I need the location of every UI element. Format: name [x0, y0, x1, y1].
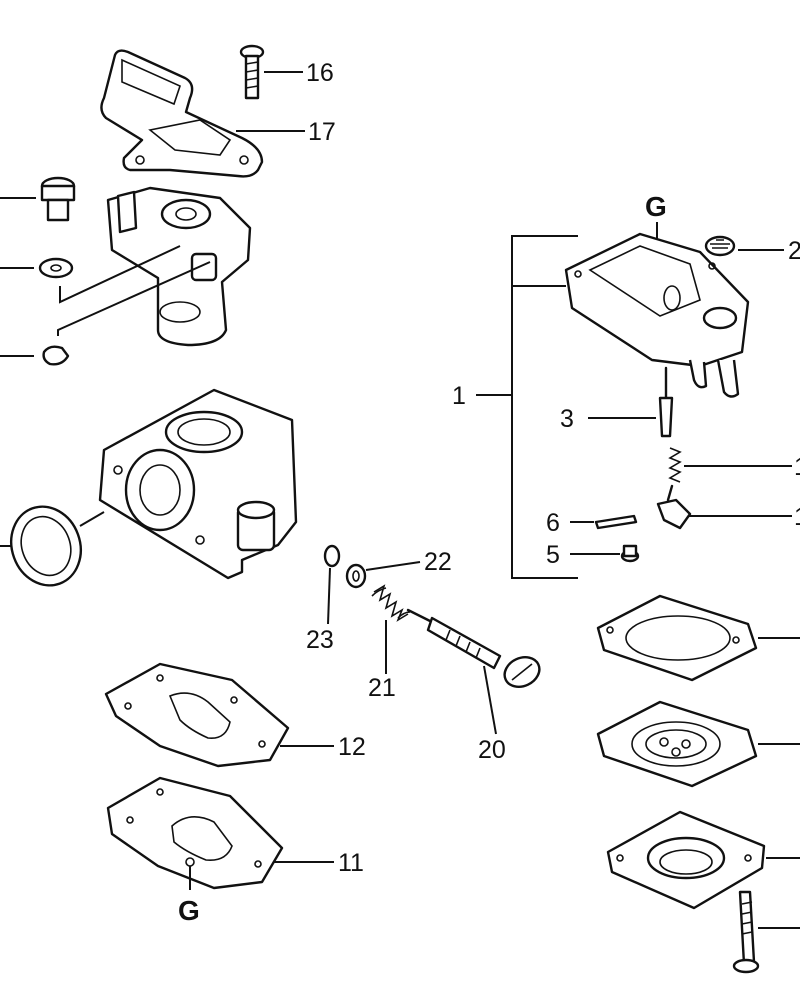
label-22: 22: [424, 548, 452, 576]
label-2-partial: 2: [788, 237, 800, 265]
pump-cover: [606, 810, 766, 910]
o-ring-23: [323, 544, 341, 568]
spring-21: [371, 584, 411, 622]
o-ring-22: [345, 563, 367, 589]
label-12: 12: [338, 733, 366, 761]
pump-diaphragm: [596, 700, 758, 788]
gasket-12: [104, 662, 290, 768]
pump-gasket: [596, 594, 758, 682]
diaphragm-11: [106, 776, 284, 890]
gasket-ring: [10, 505, 82, 587]
bracket-17: [100, 49, 264, 178]
leader-20: [483, 665, 497, 735]
throttle-assembly: [57, 186, 252, 347]
idle-screw: [40, 176, 76, 222]
leader-22: [365, 561, 421, 571]
group-bracket-1: [511, 235, 578, 579]
long-screw: [732, 890, 760, 974]
pump-body: [564, 232, 750, 398]
label-g-top: G: [645, 191, 667, 222]
label-spring-partial: 1: [794, 453, 800, 481]
label-20: 20: [478, 736, 506, 764]
e-clip: [42, 345, 70, 366]
label-11: 11: [338, 849, 364, 877]
label-23: 23: [306, 626, 334, 654]
label-5: 5: [546, 541, 560, 569]
leader-gasket-ring: [79, 511, 105, 527]
label-3: 3: [560, 405, 574, 433]
carburetor-body: [98, 388, 298, 580]
label-lever-partial: 1: [794, 503, 800, 531]
leader-23: [327, 567, 331, 625]
pin-6: [594, 514, 638, 530]
filter-screen: [704, 235, 736, 257]
label-21: 21: [368, 674, 396, 702]
washer: [38, 257, 74, 279]
inlet-needle-3: [658, 366, 674, 438]
screw-5: [620, 544, 640, 563]
label-17: 17: [308, 118, 336, 146]
metering-lever: [656, 484, 692, 530]
label-1: 1: [452, 382, 466, 410]
needle-20: [406, 608, 541, 688]
screw-16: [239, 44, 265, 100]
metering-spring: [668, 447, 682, 483]
label-6: 6: [546, 509, 560, 537]
label-g-bottom: G: [178, 895, 200, 926]
label-16: 16: [306, 59, 334, 87]
